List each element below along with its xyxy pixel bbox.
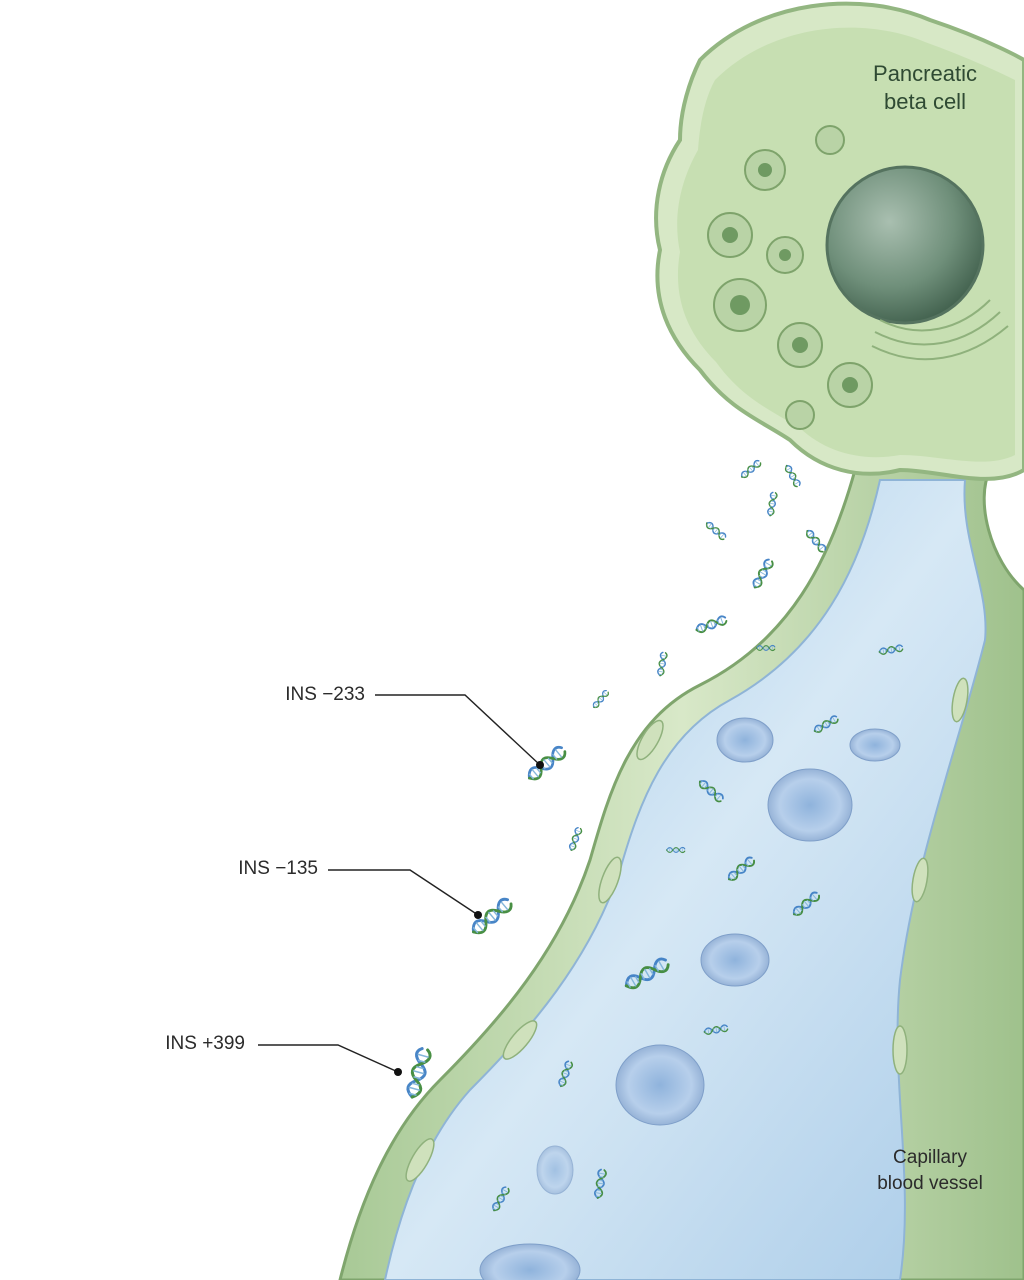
capillary-vessel — [338, 468, 1024, 1280]
red-blood-cells — [479, 717, 901, 1280]
capillary-label-line2: blood vessel — [877, 1173, 983, 1194]
callout-ins-plus-399: INS +399 — [165, 1033, 245, 1054]
capillary-label: Capillary blood vessel — [860, 1145, 1000, 1197]
beta-cell-label: Pancreatic beta cell — [840, 60, 1010, 116]
callout-lines — [258, 694, 541, 1073]
callout-ins-minus-233: INS −233 — [285, 684, 365, 705]
capillary-label-line1: Capillary — [893, 1147, 967, 1168]
callout-ins-minus-135: INS −135 — [238, 858, 318, 879]
beta-cell-label-line1: Pancreatic — [873, 61, 977, 86]
beta-cell-label-line2: beta cell — [884, 89, 966, 114]
beta-cell — [654, 1, 1024, 481]
